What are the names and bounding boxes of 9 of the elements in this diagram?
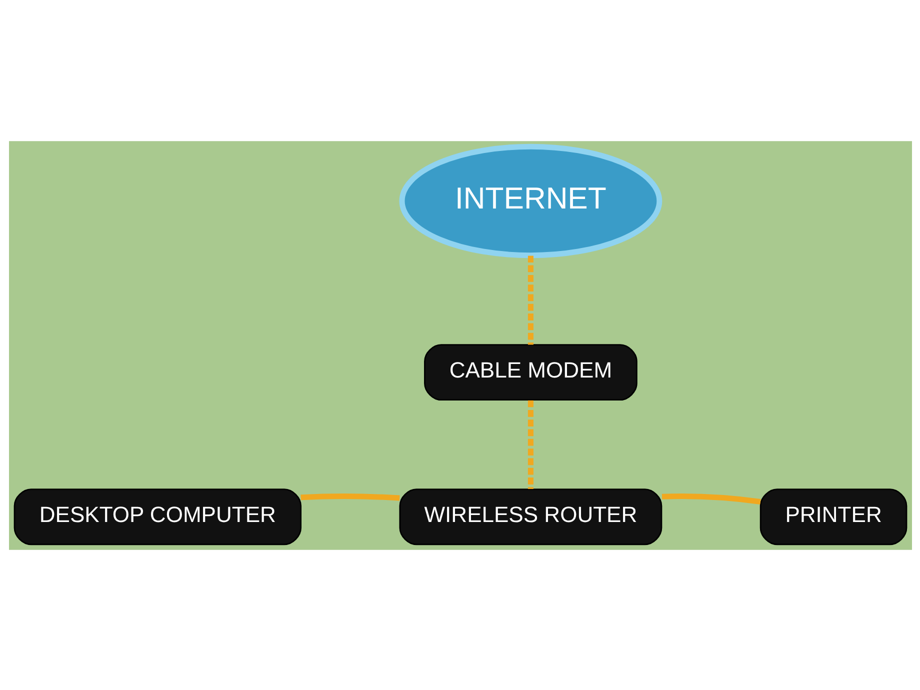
node-box: WIRELESS ROUTER <box>398 488 662 545</box>
connector <box>527 255 533 344</box>
connector <box>300 492 400 500</box>
node-box: PRINTER <box>759 488 907 545</box>
node-ellipse: INTERNET <box>398 143 662 258</box>
connector <box>661 492 760 504</box>
node-box: CABLE MODEM <box>424 344 637 400</box>
node-box: DESKTOP COMPUTER <box>13 488 302 545</box>
connector <box>527 400 533 488</box>
